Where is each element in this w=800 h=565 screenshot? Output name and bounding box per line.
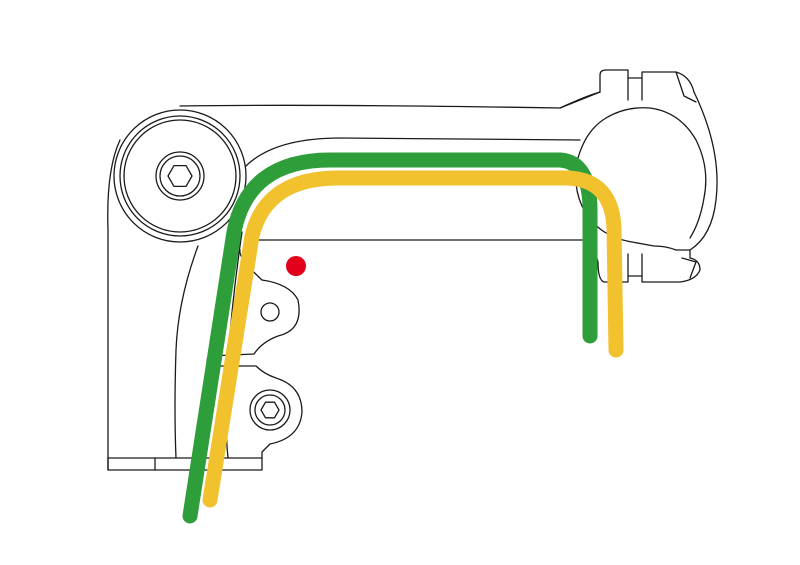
lower-bolt-outer (249, 389, 291, 431)
red-marker-dot (286, 256, 306, 276)
pivot-bolt-assembly (113, 109, 247, 243)
hex-socket-small-icon (260, 401, 280, 419)
clamp-bore (575, 107, 707, 251)
clamp-top-ears (599, 69, 695, 93)
pivot-inner-ring (123, 119, 237, 233)
lower-bolt-assembly (249, 389, 291, 431)
clamp-top-cap (675, 71, 697, 103)
bolt-socket-ring (159, 155, 201, 197)
tab-hole (260, 302, 280, 322)
yellow-route-line (202, 170, 624, 508)
clamp-outer-body (593, 91, 718, 283)
pivot-outer-ring (113, 109, 247, 243)
cable-routes (182, 152, 624, 524)
quill-left-inner (174, 245, 199, 459)
clamp-slot-bottom (627, 253, 643, 277)
extension-top-edge (179, 91, 601, 109)
hex-socket-icon (167, 164, 193, 188)
quill-base (107, 457, 263, 471)
clamp-bottom-cap (681, 257, 697, 279)
green-route-line (182, 152, 598, 524)
quill-left-outer (107, 139, 121, 471)
pivot-middle-ring (119, 115, 241, 237)
clamp-neck-top (559, 91, 601, 109)
bolt-head (155, 151, 205, 201)
lower-bolt-head (254, 394, 286, 426)
clamp-slot-top (627, 77, 643, 101)
